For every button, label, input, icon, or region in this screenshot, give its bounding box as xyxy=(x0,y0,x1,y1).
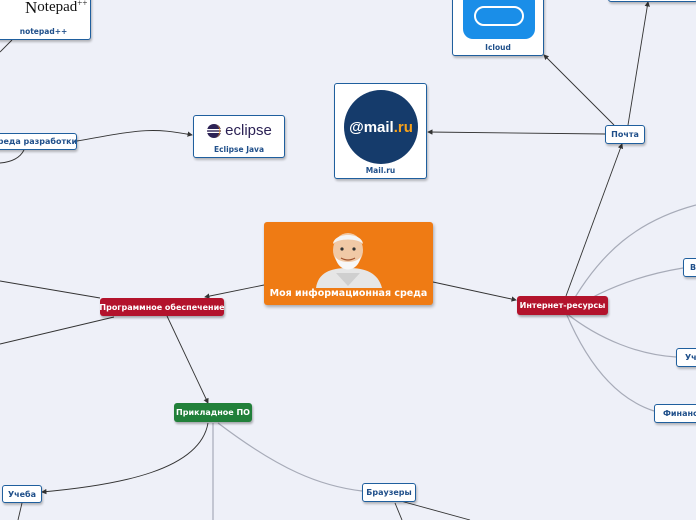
link-central-internet xyxy=(432,281,517,302)
mail-node[interactable]: Почта xyxy=(605,125,645,144)
link-mail-icloud xyxy=(543,54,615,126)
notepad-wordmark: otepad xyxy=(37,0,78,15)
partial-right-label: В xyxy=(690,263,696,272)
notepad-wordmark-n: N xyxy=(25,0,38,17)
mailru-ru-text: .ru xyxy=(393,118,413,136)
link-internet-mail xyxy=(565,143,623,297)
mailru-at-text: @mail xyxy=(349,118,394,136)
programs-label: Программное обеспечение xyxy=(100,302,224,312)
dev-env-node[interactable]: Среда разработки xyxy=(0,133,77,150)
link-mail-mailru xyxy=(427,129,606,135)
link-central-programs xyxy=(204,284,265,299)
central-topic[interactable]: Моя информационная среда xyxy=(264,222,433,305)
link-programs-left-bottom xyxy=(0,316,115,345)
link-internet-c1 xyxy=(565,204,696,314)
partial-right-node[interactable]: В xyxy=(683,258,696,277)
dev-env-label: Среда разработки xyxy=(0,137,77,146)
eclipse-node[interactable]: eclipse Eclipse Java xyxy=(193,115,285,158)
study-right-node[interactable]: Уче xyxy=(676,348,696,367)
programs-node[interactable]: Программное обеспечение xyxy=(100,298,224,316)
link-mail-top xyxy=(627,1,650,126)
browsers-node[interactable]: Браузеры xyxy=(362,483,416,502)
internet-label: Интернет-ресурсы xyxy=(519,301,606,310)
link-dev-eclipse xyxy=(76,130,193,142)
mail-label: Почта xyxy=(611,130,639,139)
link-study-down xyxy=(17,502,23,520)
notepad-label: notepad++ xyxy=(19,27,68,36)
eclipse-icon xyxy=(207,123,222,138)
link-internet-c4 xyxy=(565,312,655,412)
link-dev-down xyxy=(0,149,25,164)
study-left-label: Учеба xyxy=(7,489,37,499)
notepad-plus: ++ xyxy=(77,0,88,8)
study-right-label: Уче xyxy=(685,353,696,362)
link-browsers-right xyxy=(396,499,471,520)
mailru-logo: @mail.ru xyxy=(344,90,418,164)
eclipse-java-label: Eclipse Java xyxy=(213,145,265,154)
avatar-illustration xyxy=(316,233,382,288)
link-notepad-left xyxy=(0,39,13,53)
link-programs-left-top xyxy=(0,280,101,299)
icloud-logo xyxy=(463,0,535,39)
link-browsers-down xyxy=(394,502,403,520)
applied-software-label: Прикладное ПО xyxy=(176,408,250,417)
link-applied-study xyxy=(41,422,209,495)
applied-software-node[interactable]: Прикладное ПО xyxy=(174,403,252,422)
finance-label: Финансы xyxy=(663,409,696,418)
browsers-label: Браузеры xyxy=(366,488,412,497)
study-left-node[interactable]: Учеба xyxy=(2,485,42,503)
icloud-label: Icloud xyxy=(485,43,511,52)
cloud-icon xyxy=(474,6,524,26)
internet-node[interactable]: Интернет-ресурсы xyxy=(517,296,608,315)
eclipse-logo: eclipse xyxy=(194,122,284,139)
central-topic-label: Моя информационная среда xyxy=(269,288,428,299)
eclipse-wordmark: eclipse xyxy=(225,122,272,139)
link-internet-c3 xyxy=(565,312,677,358)
link-applied-browsers xyxy=(217,422,363,492)
top-right-node[interactable] xyxy=(608,0,696,2)
mailru-label: Mail.ru xyxy=(365,166,396,175)
mailru-node[interactable]: @mail.ru Mail.ru xyxy=(334,83,427,179)
link-programs-applied xyxy=(166,315,209,404)
icloud-node[interactable]: Icloud xyxy=(452,0,544,56)
finance-node[interactable]: Финансы xyxy=(654,404,696,423)
